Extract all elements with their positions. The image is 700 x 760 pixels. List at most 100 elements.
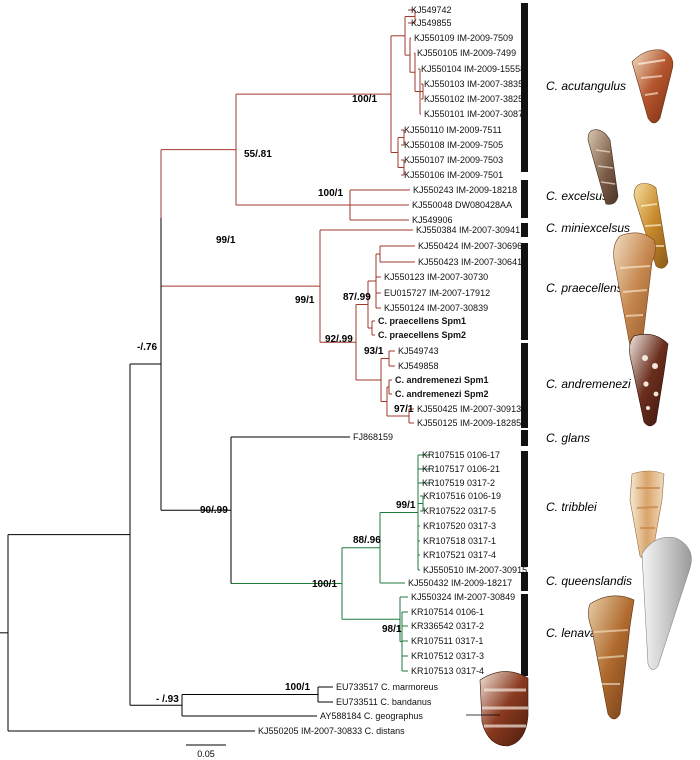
tip-label-t48: EU733511 C. bandanus <box>336 697 432 707</box>
tip-label-t13: KJ550243 IM-2009-18218 <box>413 185 517 195</box>
tip-label-t27: C. andremenezi Spm2 <box>395 389 489 399</box>
tip-label-t32: KR107517 0106-21 <box>422 464 500 474</box>
tip-label-t10: KJ550108 IM-2009-7505 <box>404 140 503 150</box>
scale-bar: 0.05 <box>186 744 226 759</box>
clade-bar-tribblei <box>521 451 528 567</box>
tip-label-t46: KR107513 0317-4 <box>411 666 484 676</box>
clade-label-acutangulus: C. acutangulus <box>546 79 626 93</box>
tip-label-t40: KJ550432 IM-2009-18217 <box>408 578 512 588</box>
support-values: 100/1 55/.81 100/1 99/1 99/1 87/.99 92/.99 93/1… <box>137 94 416 705</box>
tip-label-t17: KJ550424 IM-2007-30696 <box>418 241 522 251</box>
tip-label-t26: C. andremenezi Spm1 <box>395 375 489 385</box>
clade-label-glans: C. glans <box>546 431 590 445</box>
tip-label-t2: KJ549855 <box>411 18 452 28</box>
tip-label-t21: KJ550124 IM-2007-30839 <box>384 303 488 313</box>
tip-label-t43: KR336542 0317-2 <box>411 621 484 631</box>
tip-label-t11: KJ550107 IM-2009-7503 <box>404 155 503 165</box>
clade-bars <box>521 3 528 676</box>
support-marmoreus_bandanus: 100/1 <box>285 682 310 693</box>
tip-label-t35: KR107522 0317-5 <box>423 506 496 516</box>
support-andremenezi: 93/1 <box>364 346 384 357</box>
clade-bar-excelsus <box>521 180 528 218</box>
clade-bar-andremenezi <box>521 343 528 428</box>
support-excelsus: 100/1 <box>318 188 343 199</box>
tip-label-t31: KR107515 0106-17 <box>422 450 500 460</box>
tree-branches <box>0 9 430 732</box>
clade-bar-glans <box>521 430 528 446</box>
tip-label-t5: KJ550104 IM-2009-15558 <box>421 64 525 74</box>
tip-label-t34: KR107516 0106-19 <box>423 491 501 501</box>
support-andremenezi_sub: 97/1 <box>394 404 414 415</box>
clade-label-praecellens: C. praecellens <box>546 281 623 295</box>
support-praecellens_group: 99/1 <box>295 295 315 306</box>
tip-label-t37: KR107518 0317-1 <box>423 536 496 546</box>
support-tribblei_queens: 88/.96 <box>353 535 381 546</box>
tip-label-t7: KJ550102 IM-2007-38252 <box>424 94 528 104</box>
tip-label-t22: C. praecellens Spm1 <box>378 316 466 326</box>
clade-bar-praecellens <box>521 243 528 340</box>
tip-label-t38: KR107521 0317-4 <box>423 550 496 560</box>
tip-label-t15: KJ549906 <box>412 215 453 225</box>
clade-bar-queenslandis <box>521 572 528 591</box>
tip-label-t23: C. praecellens Spm2 <box>378 330 466 340</box>
support-root_ingroup: -/.76 <box>137 342 157 353</box>
queenslandis-shell-image <box>641 537 692 670</box>
excelsus-shell-image <box>587 129 619 205</box>
outgroup-shell-image <box>466 671 529 747</box>
support-praecellens: 87/.99 <box>343 292 371 303</box>
tip-label-t18: KJ550423 IM-2007-30641 <box>418 257 522 267</box>
tip-label-t4: KJ550105 IM-2009-7499 <box>417 48 516 58</box>
tip-label-t49: AY588184 C. geographus <box>320 711 423 721</box>
clade-label-queenslandis: C. queenslandis <box>546 574 632 588</box>
tip-label-t14: KJ550048 DW080428AA <box>412 200 512 210</box>
tip-label-t39: KJ550510 IM-2007-30915 <box>423 565 527 575</box>
clade-bar-lenavati <box>521 594 528 676</box>
tip-label-t19: KJ550123 IM-2007-30730 <box>384 272 488 282</box>
tip-label-t36: KR107520 0317-3 <box>423 521 496 531</box>
support-acut_excelsus: 55/.81 <box>244 149 272 160</box>
tip-label-t33: KR107519 0317-2 <box>422 478 495 488</box>
tip-label-t25: KJ549858 <box>398 361 439 371</box>
tip-label-t12: KJ550106 IM-2009-7501 <box>404 170 503 180</box>
support-outgroup: - /.93 <box>156 694 179 705</box>
tip-label-t28: KJ550425 IM-2007-30913 <box>417 404 521 414</box>
praecellens-shell-image <box>613 232 656 351</box>
tip-label-t44: KR107511 0317-1 <box>411 636 483 646</box>
tip-label-t3: KJ550109 IM-2009-7509 <box>414 33 513 43</box>
support-glans_green: 90/.99 <box>200 505 228 516</box>
tip-label-t45: KR107512 0317-3 <box>411 651 484 661</box>
clade-bar-acutangulus <box>521 3 528 172</box>
support-acutangulus: 100/1 <box>352 94 377 105</box>
tip-label-t8: KJ550101 IM-2007-30870 <box>424 109 528 119</box>
tip-label-t16: KJ550384 IM-2007-30941 <box>416 225 520 235</box>
clade-label-tribblei: C. tribblei <box>546 500 597 514</box>
tip-label-t50: KJ550205 IM-2007-30833 C. distans <box>258 726 405 736</box>
tip-label-t41: KJ550324 IM-2007-30849 <box>411 592 515 602</box>
shell-images <box>466 49 692 747</box>
support-green_clade: 100/1 <box>312 579 337 590</box>
clade-label-excelsus: C. excelsus <box>546 189 608 203</box>
miniexcelsus-shell-image <box>633 183 669 269</box>
tip-label-t47: EU733517 C. marmoreus <box>336 682 439 692</box>
clade-label-lenavati: C. lenavati <box>546 626 603 640</box>
support-praec_andrem: 92/.99 <box>325 334 353 345</box>
tip-label-t20: EU015727 IM-2007-17912 <box>384 288 490 298</box>
andremenezi-shell-image <box>629 333 669 427</box>
acutangulus-shell-image <box>631 49 674 124</box>
tip-label-t42: KR107514 0106-1 <box>411 607 484 617</box>
clade-label-andremenezi: C. andremenezi <box>546 377 631 391</box>
support-red_clade: 99/1 <box>216 235 236 246</box>
tip-label-t24: KJ549743 <box>398 346 439 356</box>
tip-label-t29: KJ550125 IM-2009-18285 <box>417 418 521 428</box>
tip-label-t9: KJ550110 IM-2009-7511 <box>404 125 502 135</box>
tip-label-t30: FJ868159 <box>353 432 393 442</box>
clade-bar-miniexcelsus <box>521 223 528 237</box>
clade-labels: C. acutangulus C. excelsus C. miniexcelsus… <box>546 79 632 640</box>
scale-bar-label: 0.05 <box>197 749 215 759</box>
support-tribblei: 99/1 <box>396 500 416 511</box>
clade-label-miniexcelsus: C. miniexcelsus <box>546 221 630 235</box>
lenavati-shell-image <box>588 595 635 720</box>
support-lenavati: 98/1 <box>382 624 402 635</box>
